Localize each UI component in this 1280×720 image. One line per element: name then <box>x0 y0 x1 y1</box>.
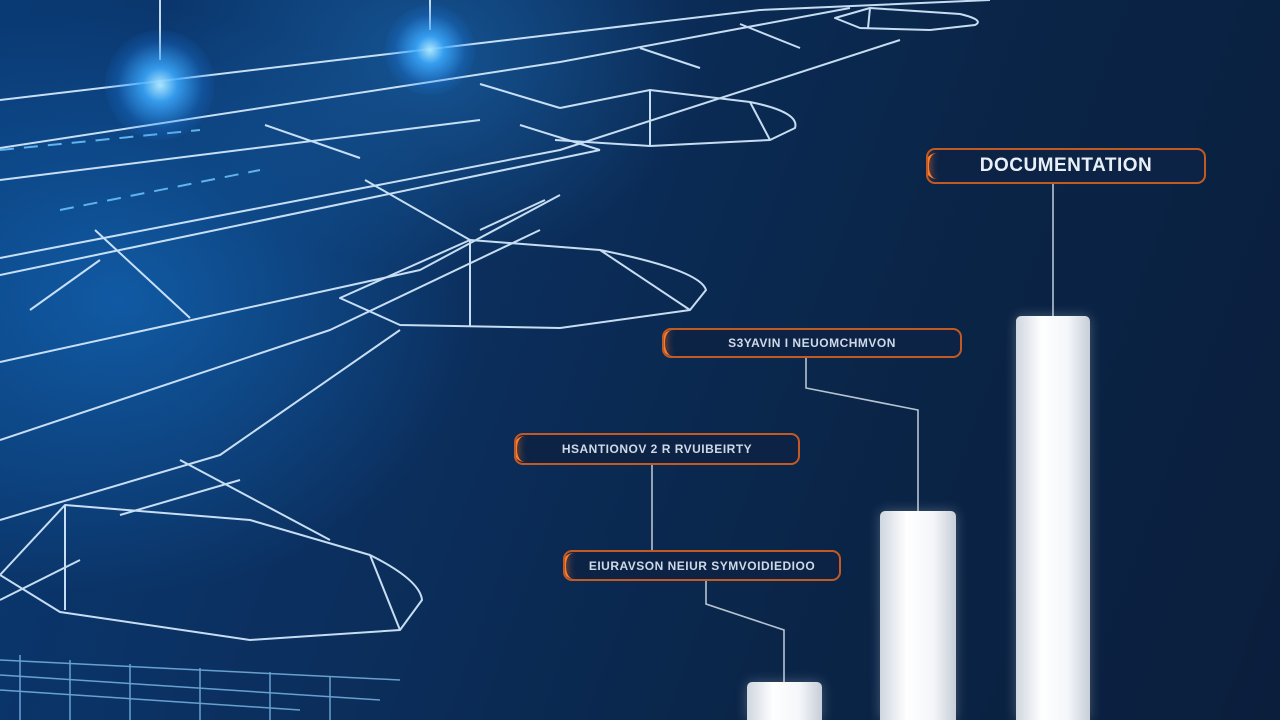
bar-tall <box>1016 316 1090 720</box>
label-4-text: EIURAVSON NEIUR SYMVOIDIEDIOO <box>588 558 816 573</box>
bar-medium <box>880 511 956 720</box>
documentation-label: DOCUMENTATION <box>926 148 1206 184</box>
light-glow-right <box>385 5 475 95</box>
label-2: S3YAVIN I NEUOMCHMVON <box>662 328 962 358</box>
documentation-label-text: DOCUMENTATION <box>979 155 1153 176</box>
label-3-text: HSANTIONOV 2 R RVUIBEIRTY <box>561 442 753 456</box>
bar-small <box>747 682 822 720</box>
label-4: EIURAVSON NEIUR SYMVOIDIEDIOO <box>563 550 841 581</box>
label-2-text: S3YAVIN I NEUOMCHMVON <box>728 336 896 350</box>
label-3: HSANTIONOV 2 R RVUIBEIRTY <box>514 433 800 465</box>
light-glow-left <box>105 30 215 140</box>
